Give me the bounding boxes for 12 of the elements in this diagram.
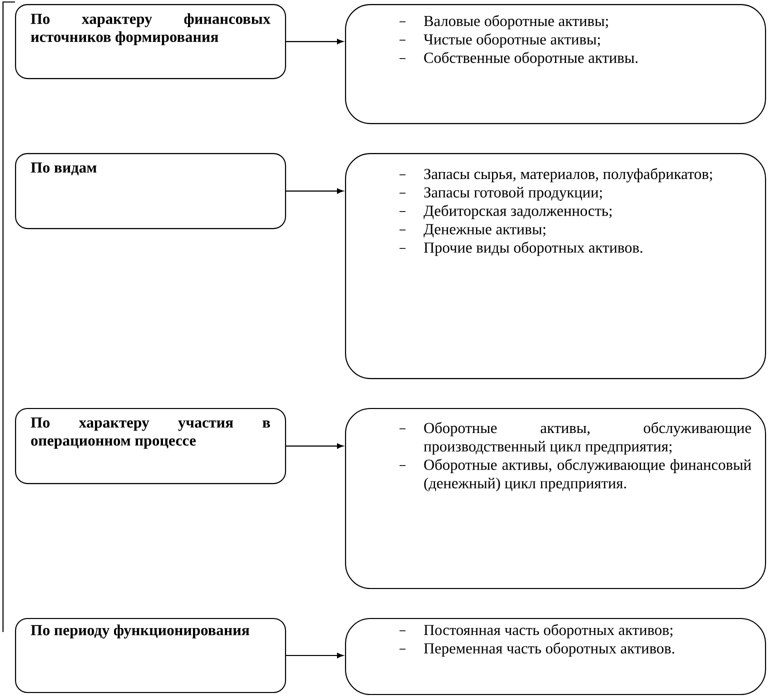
arrow bbox=[286, 188, 344, 194]
list-box: Запасы сырья, материалов, полуфабрикатов; Запасы готовой продукции; Дебиторская задолженность; Денежные активы; Прочие виды оборотных активов. bbox=[345, 153, 766, 380]
category-box: По видам bbox=[15, 153, 286, 230]
list-box: Постоянная часть оборотных активов; Переменная часть оборотных активов. bbox=[345, 618, 766, 696]
arrow bbox=[286, 443, 344, 449]
list-box: Валовые оборотные активы; Чистые оборотные активы; Собственные оборотные активы. bbox=[345, 4, 766, 124]
category-box: По характеру участия в операционном процессе bbox=[15, 408, 286, 484]
category-box: По характеру финансовых источников формирования bbox=[15, 4, 286, 80]
arrow bbox=[286, 38, 344, 44]
arrow bbox=[286, 652, 344, 658]
list-box: Оборотные активы, обслуживающие производственный цикл предприятия; Оборотные активы, обслуживающие финансовый (денежный) цикл предприятия. bbox=[345, 408, 766, 590]
category-box: По периоду функционирования bbox=[15, 618, 286, 694]
